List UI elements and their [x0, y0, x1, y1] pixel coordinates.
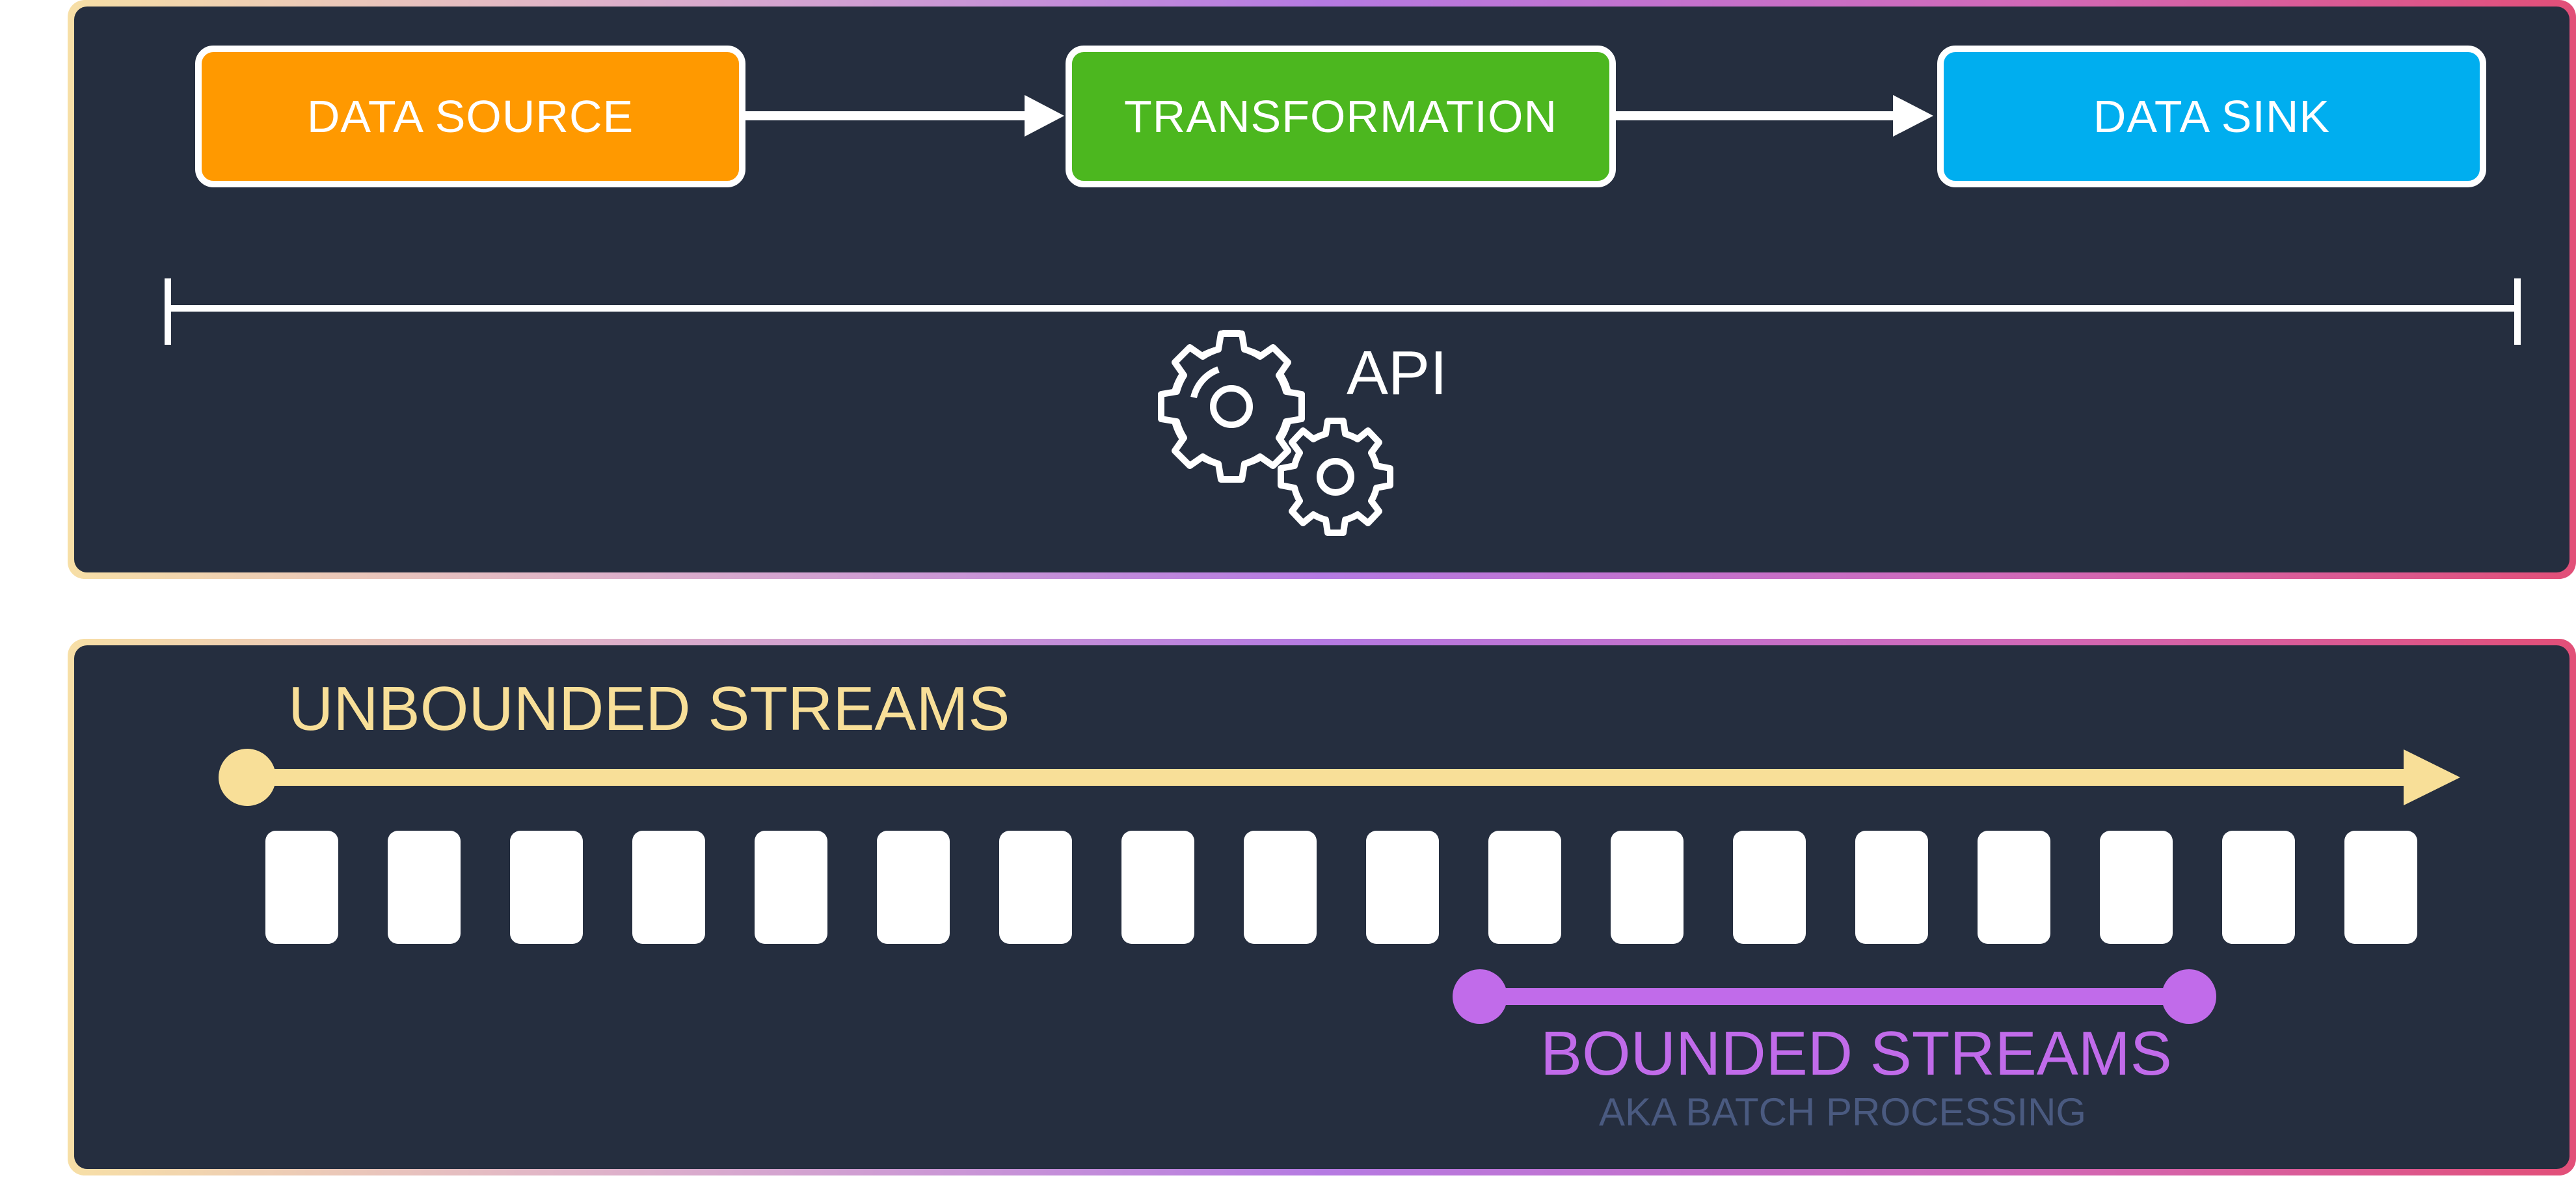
bounded-stream-range [1453, 969, 2216, 1024]
transformation-label: TRANSFORMATION [1123, 91, 1557, 142]
stream-event-block [1978, 831, 2050, 944]
stream-event-block [1855, 831, 1928, 944]
data-source-box: DATA SOURCE [195, 46, 745, 187]
stream-event-block [2344, 831, 2417, 944]
stream-event-block [1611, 831, 1684, 944]
unbounded-streams-label: UNBOUNDED STREAMS [288, 674, 1010, 744]
gears-icon [1158, 330, 1393, 536]
stream-event-block [388, 831, 461, 944]
stream-event-block [2222, 831, 2295, 944]
stream-event-block [999, 831, 1072, 944]
stream-event-block [877, 831, 950, 944]
stream-event-block [510, 831, 583, 944]
stream-event-block [1366, 831, 1439, 944]
data-sink-box: DATA SINK [1937, 46, 2486, 187]
arrow-transformation-to-sink [1613, 95, 1933, 137]
data-sink-label: DATA SINK [2093, 91, 2331, 142]
data-source-label: DATA SOURCE [306, 91, 634, 142]
unbounded-stream-arrow [219, 749, 2460, 806]
stream-event-block [1244, 831, 1317, 944]
api-label: API [1347, 338, 1447, 408]
stream-event-block [1488, 831, 1561, 944]
api-span-bracket [165, 278, 2521, 345]
arrow-source-to-transformation [742, 95, 1064, 137]
stream-event-block [1733, 831, 1806, 944]
transformation-box: TRANSFORMATION [1066, 46, 1616, 187]
stream-event-block [2100, 831, 2173, 944]
bounded-streams-label: BOUNDED STREAMS [1540, 1019, 2172, 1088]
bounded-streams-sublabel: AKA BATCH PROCESSING [1599, 1090, 2087, 1134]
stream-events [265, 831, 2417, 944]
stream-event-block [632, 831, 705, 944]
stream-event-block [1121, 831, 1194, 944]
stream-event-block [755, 831, 827, 944]
stream-event-block [265, 831, 338, 944]
